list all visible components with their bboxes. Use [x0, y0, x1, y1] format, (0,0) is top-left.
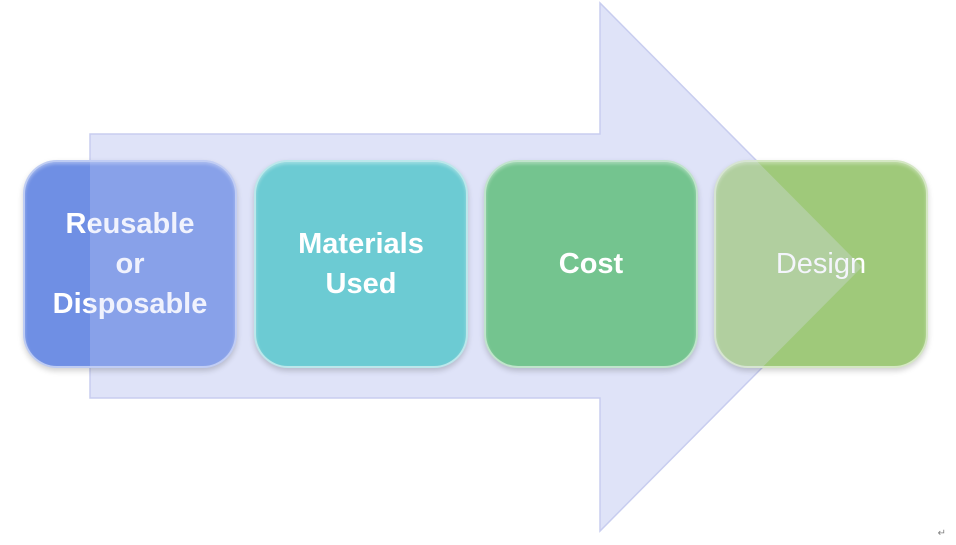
step-box-materials-used: Materials Used — [254, 160, 468, 368]
return-mark-icon: ↵ — [937, 528, 946, 539]
step-4-line-1: Design — [775, 248, 867, 280]
step-box-reusable-or-disposable: Reusable or Disposable — [23, 160, 237, 368]
arrow-shape — [89, 1, 864, 533]
step-label-2: Materials Used — [282, 224, 440, 304]
step-3-line-1: Cost — [558, 248, 624, 280]
step-1-line-2: or — [115, 248, 145, 280]
step-1-line-3: Disposable — [52, 288, 208, 320]
step-1-line-1: Reusable — [65, 208, 195, 240]
step-2-line-2: Used — [325, 268, 397, 300]
step-box-design: Design — [714, 160, 928, 368]
step-2-line-1: Materials — [298, 228, 424, 260]
step-label-1: Reusable or Disposable — [37, 204, 224, 324]
step-box-cost: Cost — [484, 160, 698, 368]
step-label-4: Design — [760, 244, 882, 284]
step-label-3: Cost — [543, 244, 639, 284]
